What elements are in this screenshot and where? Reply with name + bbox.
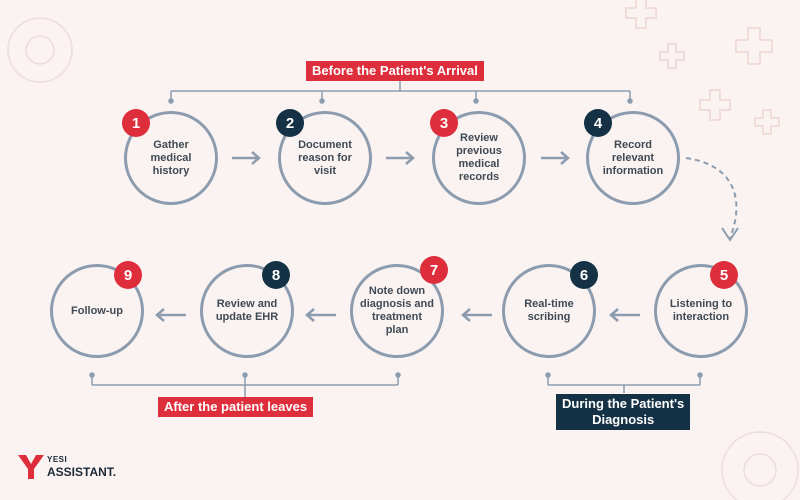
arrow-3-4 [541,151,570,165]
step-label: Review and update EHR [215,298,279,323]
step-number-badge: 9 [114,261,142,289]
step-node-5: Listening to interaction [654,264,748,358]
logo-mark-icon [18,455,44,479]
step-number-badge: 6 [570,261,598,289]
logo-text-bottom: ASSISTANT. [47,465,117,479]
section-during-diagnosis: During the Patient's Diagnosis [556,394,691,430]
bottom-right-bracket [545,372,703,393]
step-number-badge: 7 [420,256,448,284]
logo: YESI ASSISTANT. [18,455,116,484]
step-node-1: Gather medical history [124,111,218,205]
step-node-6: Real-time scribing [502,264,596,358]
bottom-left-bracket [89,372,401,397]
step-number-badge: 2 [276,109,304,137]
curved-dashed-arrow [685,157,739,242]
arrow-8-9 [155,308,186,322]
logo-text-top: YESI [47,455,68,464]
step-number-badge: 3 [430,109,458,137]
arrow-2-3 [386,151,415,165]
arrow-1-2 [232,151,261,165]
step-number-badge: 8 [262,261,290,289]
step-label: Gather medical history [150,138,192,177]
step-label: Record relevant information [602,138,664,177]
step-number-badge: 5 [710,261,738,289]
top-bracket [168,80,633,104]
step-label: Listening to interaction [669,298,733,323]
decorative-crosses [625,0,780,135]
step-label: Follow-up [71,304,123,317]
step-label: Document reason for visit [298,138,352,177]
step-number-badge: 4 [584,109,612,137]
arrow-6-7 [461,308,492,322]
step-number-badge: 1 [122,109,150,137]
arrow-7-8 [305,308,336,322]
arrow-5-6 [609,308,640,322]
step-node-8: Review and update EHR [200,264,294,358]
section-before-arrival: Before the Patient's Arrival [306,61,484,81]
section-after-leaves: After the patient leaves [158,397,314,417]
step-label: Review previous medical records [456,132,502,183]
step-label: Real-time scribing [524,298,574,323]
step-label: Note down diagnosis and treatment plan [360,285,434,336]
